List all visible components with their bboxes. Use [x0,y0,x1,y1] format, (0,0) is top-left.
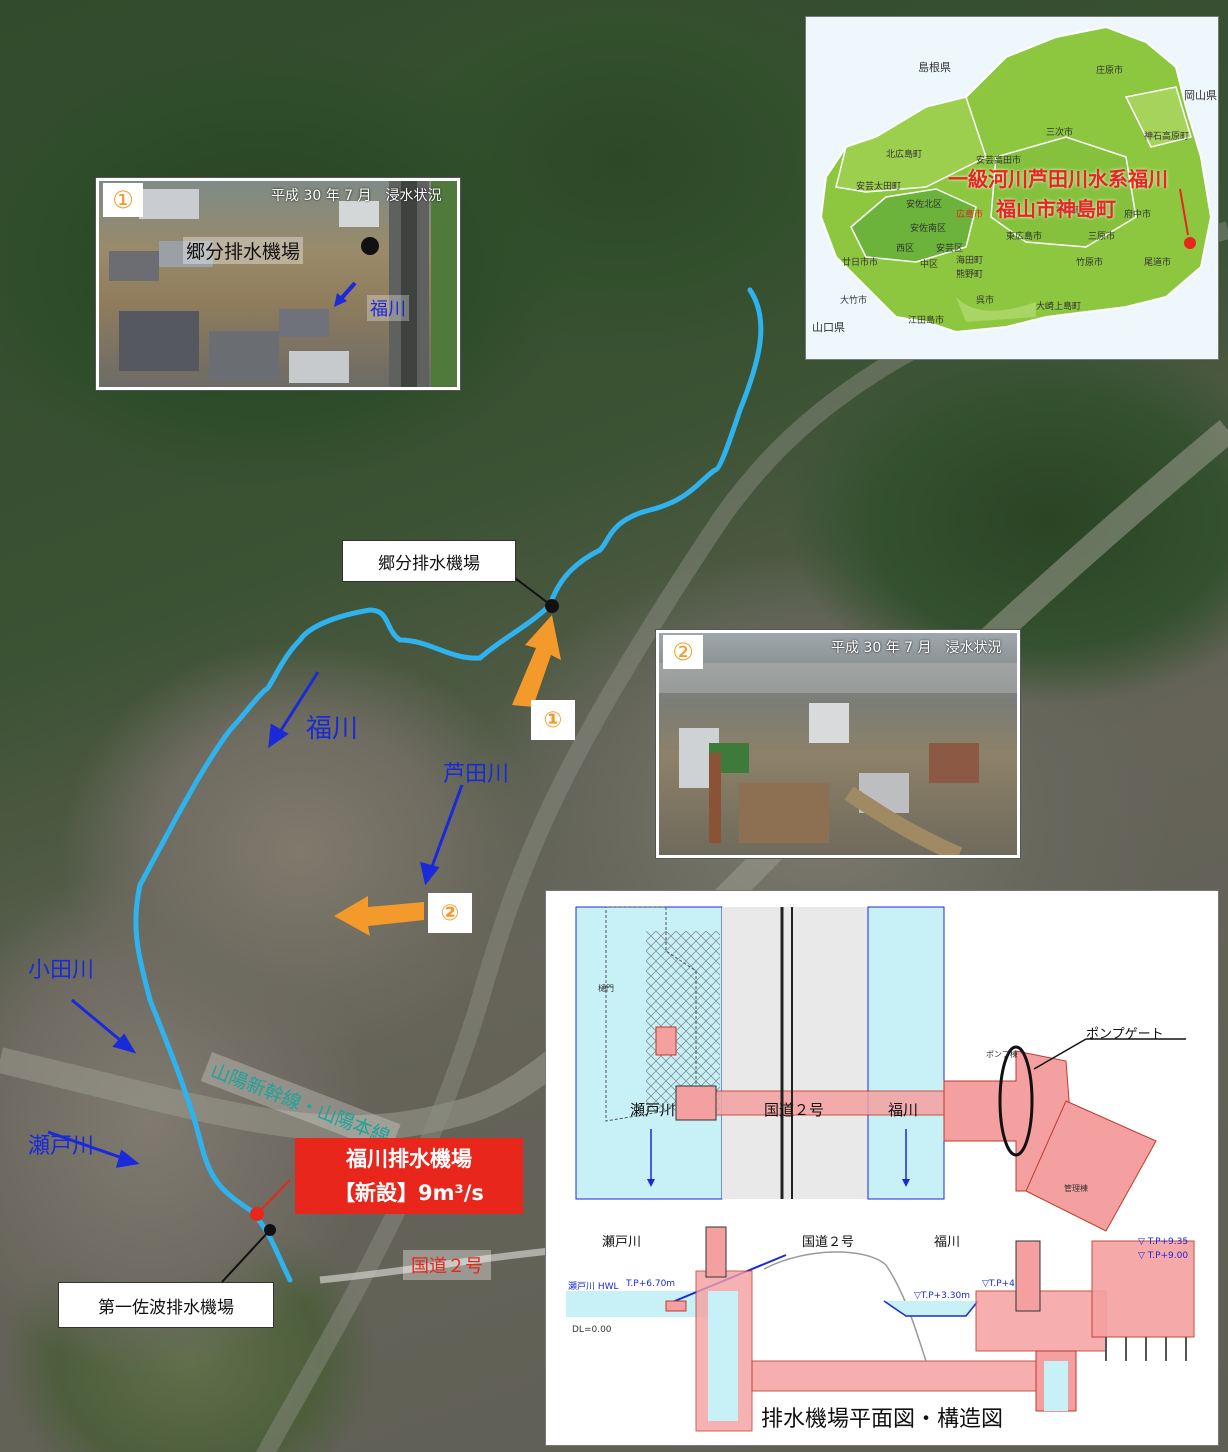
photo2-flood: ② 平成 30 年 7 月 浸水状況 [656,630,1020,858]
inset-city: 府中市 [1124,210,1152,220]
inset-city: 世羅町 [1056,206,1084,216]
arrow1-badge: ① [531,700,575,740]
inset-city: 安佐北区 [906,200,943,210]
pump-gate-label: ポンプゲート [1086,1027,1164,1042]
arrow2-badge: ② [428,893,472,933]
ashidagawa-label: 芦田川 [443,762,510,787]
inset-city: 大竹市 [840,296,868,306]
inset-title-line1: 一級河川芦田川水系福川 [948,167,1168,191]
inset-city: 安佐南区 [910,224,947,234]
section-hwl-label: 瀬戸川 HWL [568,1282,619,1292]
inset-city: 庄原市 [1096,66,1124,76]
fukukawa-river-line [133,287,764,1283]
inset-city: 広島市 [956,210,984,220]
section-tp5-label: ▽ T.P+9.00 [1138,1251,1189,1261]
inset-pref-shimane: 島根県 [918,61,951,74]
flow-arrows [47,278,464,1168]
new-station-label: 福川排水機場 【新設】9m³/s [295,1138,523,1214]
new-station-capacity: 【新設】9m³/s [334,1181,484,1205]
inset-pref-yamaguchi: 山口県 [812,321,845,334]
photo1-station-dot [361,237,379,255]
inset-city: 熊野町 [956,270,984,280]
inset-city: 竹原市 [1076,258,1104,268]
odagawa-label: 小田川 [28,958,95,983]
inset-city: 東広島市 [1006,232,1043,242]
section-tp3-label: ▽T.P+4 [982,1279,1015,1289]
inset-city: 中区 [920,260,939,270]
inset-city: 尾道市 [1144,258,1172,268]
section-tp4-label: ▽ T.P+9.35 [1138,1237,1189,1247]
inset-map-shape [806,25,1213,359]
inset-city: 西区 [896,244,915,254]
photo2-badge: ② [663,635,703,669]
inset-city: 北広島町 [886,150,923,160]
photo1-flow-arrow [334,281,357,307]
section-dl-label: DL=0.00 [572,1325,612,1335]
pump-station-diagram: ポンプゲート 瀬戸川 国道２号 福川 樋門 ポンプ棟 管理棟 瀬戸川 国道２号 … [545,890,1219,1446]
inset-city: 三原市 [1088,232,1116,242]
goubun-station-label: 郷分排水機場 [342,540,516,582]
photo2-caption: 平成 30 年 7 月 浸水状況 [831,640,1002,656]
diagram-title: 排水機場平面図・構造図 [760,1407,1003,1432]
photo1-caption: 平成 30 年 7 月 浸水状況 [271,188,442,204]
plan-small-label: 管理棟 [1064,1184,1088,1193]
inset-city: 神石高原町 [1144,132,1190,142]
photo1-badge: ① [103,183,143,217]
route2-road [319,1246,561,1284]
inset-city: 海田町 [956,256,984,266]
ashida-river-bed [255,221,1228,1452]
new-station-name: 福川排水機場 [346,1147,472,1171]
inset-location-map: 島根県 岡山県 山口県 庄原市 三次市 神石高原町 北広島町 安芸高田市 安芸太… [805,16,1219,360]
inset-city: 大崎上島町 [1036,302,1082,312]
plan-small-label: 樋門 [598,984,614,993]
inset-city: 呉市 [976,296,995,306]
inset-city: 安芸太田町 [856,182,902,192]
inset-city: 三次市 [1046,128,1074,138]
inset-city: 廿日市市 [842,258,879,268]
photo2-scene [659,663,1017,855]
diagram-drawing [566,906,1195,1432]
fukukawa-label: 福川 [306,714,359,744]
plan-fukukawa-label: 福川 [888,1101,919,1119]
inset-location-dot [1184,237,1196,249]
photo1-scene [109,181,457,387]
inset-city: 安芸区 [936,244,964,254]
section-setogawa-label: 瀬戸川 [602,1235,642,1250]
photo1-station-label: 郷分排水機場 [183,237,304,264]
section-tp2-label: ▽T.P+3.30m [914,1291,970,1301]
photo1-river-label: 福川 [367,295,409,321]
section-tp1-label: T.P+6.70m [626,1279,676,1289]
sazami-station-label: 第一佐波排水機場 [58,1282,274,1328]
inset-city: 安芸高田市 [976,156,1022,166]
route2-label: 国道２号 [403,1250,491,1280]
inset-title-line2: 福山市神島町 [996,197,1116,221]
plan-setogawa-label: 瀬戸川 [630,1101,676,1119]
photo1-flood: ① 平成 30 年 7 月 浸水状況 郷分排水機場 福川 [96,178,460,390]
plan-small-label: ポンプ棟 [986,1050,1018,1059]
setogawa-label: 瀬戸川 [28,1134,95,1159]
inset-city: 江田島市 [908,316,945,326]
plan-route2-label: 国道２号 [764,1101,825,1119]
section-fukukawa-label: 福川 [934,1235,961,1250]
section-route2-label: 国道２号 [802,1235,855,1250]
inset-pref-okayama: 岡山県 [1184,89,1217,102]
orange-arrows [334,615,561,936]
